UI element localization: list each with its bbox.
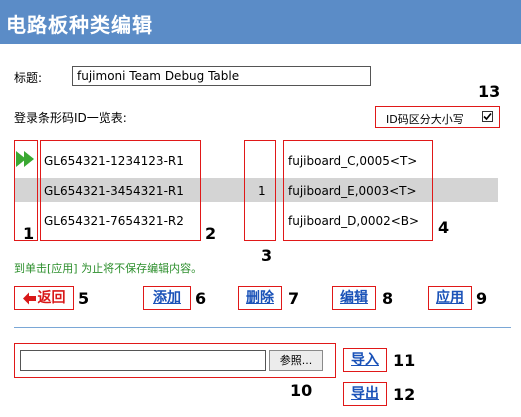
callout-6: 6 [195,289,207,308]
callout-10: 10 [290,381,313,400]
callout-5: 5 [78,289,90,308]
current-row-arrow-icon [16,150,38,172]
row3-board-type[interactable]: fujiboard_D,0002<B> [288,214,420,228]
callout-8: 8 [382,289,394,308]
back-label: 返回 [37,290,66,306]
callout-3: 3 [261,246,273,265]
callout-2: 2 [205,224,217,243]
row3-barcode-id[interactable]: GL654321-7654321-R2 [44,214,184,228]
export-button[interactable]: 导出 [343,382,387,406]
browse-button[interactable]: 参照... [269,350,323,371]
callout-4: 4 [438,218,450,237]
row2-barcode-id[interactable]: GL654321-3454321-R1 [44,184,184,198]
callout-7: 7 [288,289,300,308]
callout-11: 11 [393,351,416,370]
case-sensitive-checkbox[interactable] [482,111,493,122]
unsaved-note: 到单击[应用] 为止将不保存编辑内容。 [14,262,203,275]
import-button[interactable]: 导入 [343,348,387,372]
row1-board-type[interactable]: fujiboard_C,0005<T> [288,154,418,168]
row2-board-type[interactable]: fujiboard_E,0003<T> [288,184,417,198]
callout-13: 13 [478,82,501,101]
title-bar: 电路板种类编辑 [0,0,521,44]
selected-row-highlight [14,178,498,202]
callout-box-1 [14,140,38,241]
callout-1: 1 [23,224,35,243]
title-label: 标题: [14,71,43,85]
apply-button[interactable]: 应用 [428,286,472,310]
section-divider [14,327,511,328]
row2-count: 1 [258,184,266,198]
file-path-input[interactable] [20,350,266,371]
callout-12: 12 [393,385,416,404]
callout-box-3 [244,140,276,241]
callout-box-2 [40,140,201,241]
barcode-list-label: 登录条形码ID一览表: [14,111,127,125]
title-input[interactable]: fujimoni Team Debug Table [72,66,371,86]
check-mark-icon [483,112,492,121]
callout-box-4 [283,140,433,241]
case-sensitive-option[interactable]: ID码区分大小写 [375,106,500,128]
file-select-area: 参照... [14,343,336,378]
edit-button[interactable]: 编辑 [332,286,376,310]
row1-barcode-id[interactable]: GL654321-1234123-R1 [44,154,184,168]
add-button[interactable]: 添加 [143,286,191,310]
case-sensitive-label: ID码区分大小写 [386,113,464,126]
window-title: 电路板种类编辑 [6,13,153,37]
delete-button[interactable]: 删除 [238,286,282,310]
callout-9: 9 [476,289,488,308]
back-button[interactable]: 返回 [14,286,74,310]
back-arrow-icon [22,292,36,304]
